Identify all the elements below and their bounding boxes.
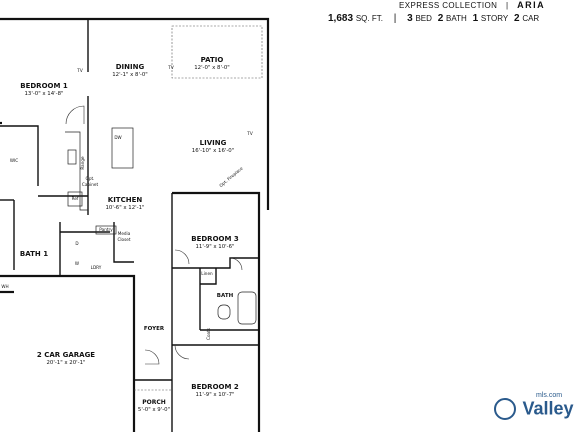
sqft-value: 1,683 [328, 13, 354, 24]
wall-linen [200, 268, 217, 285]
foyer-label: FOYER [144, 326, 165, 332]
tv-bedroom1: TV [76, 68, 83, 73]
pantry-label: Pantry [99, 227, 113, 232]
story-label: STORY [480, 14, 509, 23]
bedroom1-label: BEDROOM 1 [20, 82, 68, 90]
bedroom1-dim: 13'-0" x 14'-8" [24, 91, 63, 97]
kitchen-cabinetry [65, 127, 134, 235]
toilet [217, 304, 231, 320]
logo-text: Valley [522, 398, 574, 419]
model-name: ARIA [517, 0, 546, 10]
story-count: 1 [472, 13, 479, 24]
wall-bed3-bottom [172, 257, 259, 269]
living-dim: 16'-10" x 16'-0" [192, 148, 234, 154]
exterior-walls [0, 17, 270, 432]
pantry-box [95, 225, 117, 235]
dw-label: DW [114, 135, 121, 140]
door-bath [229, 257, 243, 271]
logo-mark-icon [494, 398, 516, 420]
media-line1: Media [118, 231, 131, 236]
header-separator: | [505, 1, 509, 10]
wic-label: WIC [10, 158, 18, 163]
patio-outline [171, 25, 263, 79]
kitchen-dim: 10'-6" x 12'-1" [105, 205, 144, 211]
bedroom3-dim: 11'-9" x 10'-6" [195, 244, 234, 250]
dining-label: DINING [116, 63, 145, 71]
opt-cabinet-line2: Cabinet [82, 182, 99, 187]
wall-top-right [0, 17, 270, 210]
bathtub [237, 291, 257, 325]
range-box [67, 149, 77, 165]
door-entry [144, 349, 160, 365]
logo-suffix: mls.com [536, 392, 563, 399]
wall-media [113, 222, 134, 263]
sqft-unit: SQ. FT. [355, 14, 383, 23]
car-count: 2 [513, 13, 520, 24]
kitchen-island [111, 127, 134, 169]
garage-dim: 20'-1" x 20'-1" [46, 360, 85, 366]
wall-wic [0, 125, 39, 186]
dining-dim: 12'-1" x 8'-0" [112, 72, 148, 78]
porch-dim: 5'-0" x 9'-0" [138, 407, 170, 413]
patio-dim: 12'-0" x 8'-0" [194, 65, 230, 71]
ref-box [67, 191, 83, 207]
range-label: Range [80, 156, 85, 170]
bedroom3-label: BEDROOM 3 [191, 235, 239, 243]
dryer-label: D [75, 241, 78, 246]
linen-label: Linen [201, 271, 213, 276]
fireplace-label: Opt. Fireplace [218, 165, 244, 188]
opt-cabinet-line1: Opt. [86, 176, 95, 181]
garage-label: 2 CAR GARAGE [37, 351, 95, 359]
home-specs: 1,683 SQ. FT. | 3 BED 2 BATH 1 STORY 2 C… [328, 13, 539, 24]
valley-mls-logo: Valley mls.com [494, 392, 574, 420]
bath-label: BATH [446, 14, 467, 23]
porch-label: PORCH [142, 399, 166, 406]
interior-walls [0, 19, 259, 432]
bedroom2-dim: 11'-9" x 10'-7" [195, 392, 234, 398]
wall-bedroom-wing [172, 191, 261, 432]
door-bed1 [65, 105, 85, 125]
ref-label: Ref [72, 196, 79, 201]
bed-count: 3 [407, 13, 413, 24]
ldry-label: LDRY [91, 265, 102, 270]
bath2-label: BATH [217, 293, 234, 299]
living-label: LIVING [200, 139, 227, 147]
bath-count: 2 [437, 13, 444, 24]
collection-name: EXPRESS COLLECTION [399, 1, 498, 10]
door-bed2 [174, 344, 190, 360]
spec-separator: | [393, 13, 397, 24]
washer-label: W [75, 261, 79, 266]
media-line2: Closet [117, 237, 130, 242]
collection-title: EXPRESS COLLECTION | ARIA [399, 0, 545, 10]
bedroom2-label: BEDROOM 2 [191, 383, 239, 391]
doors [65, 105, 243, 365]
door-bed3 [174, 249, 190, 265]
bed-label: BED [415, 14, 432, 23]
wh-label: WH [1, 284, 8, 289]
patio-label: PATIO [201, 56, 224, 64]
kitchen-counter [65, 131, 88, 211]
coats-label: Coats [206, 328, 211, 340]
bath1-label: BATH 1 [20, 250, 48, 258]
tv-living: TV [246, 131, 253, 136]
tv-dining: TV [167, 65, 174, 70]
car-label: CAR [522, 14, 540, 23]
kitchen-label: KITCHEN [108, 196, 143, 204]
